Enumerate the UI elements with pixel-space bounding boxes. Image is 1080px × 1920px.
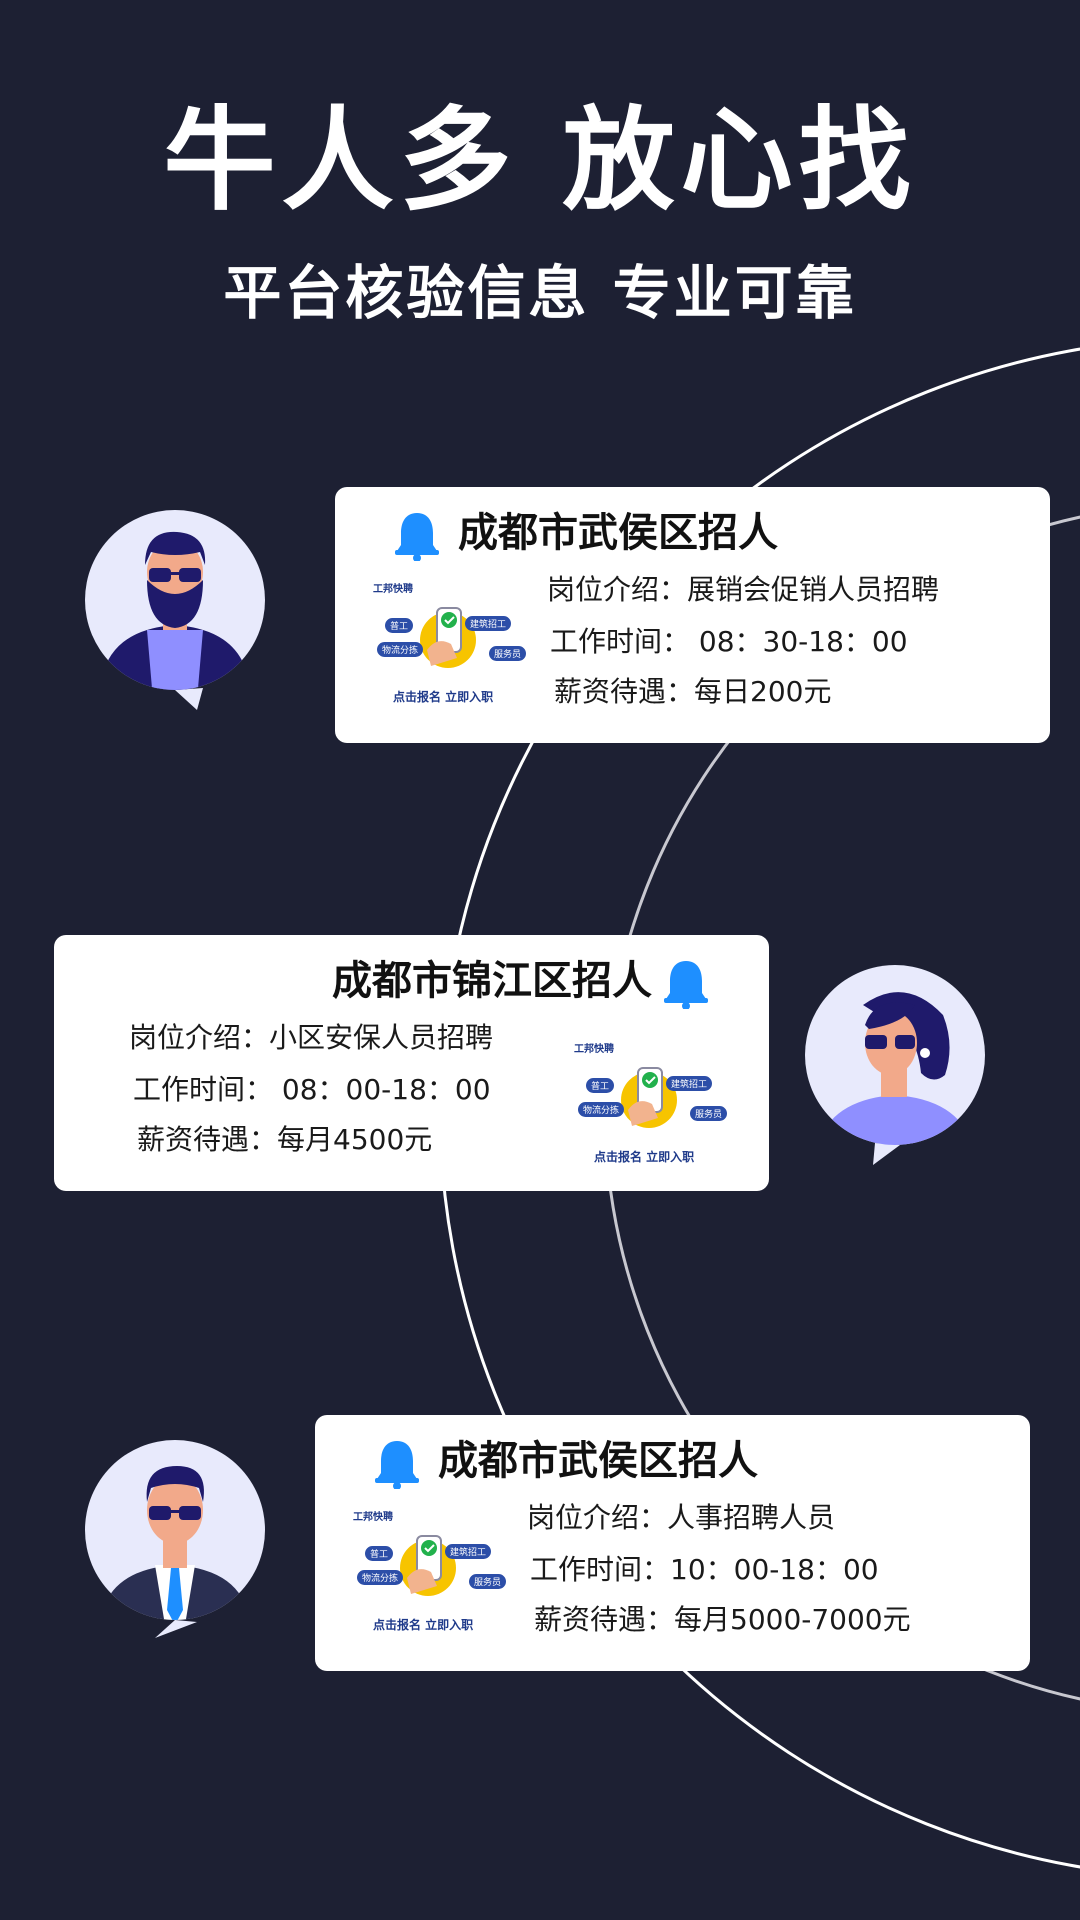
thumb-tag: 建筑招工	[465, 616, 512, 631]
bell-icon	[664, 961, 708, 1009]
card-title: 成都市武侯区招人	[438, 1438, 758, 1484]
job-card-2[interactable]: 成都市锦江区招人 岗位介绍：小区安保人员招聘 工作时间： 08：00-18：00…	[54, 935, 769, 1191]
phone-check-icon	[400, 1535, 456, 1596]
job-intro: 岗位介绍：人事招聘人员	[527, 1501, 836, 1534]
phone-check-icon	[420, 607, 476, 668]
thumb-brand: 工邦快聘	[373, 584, 413, 595]
thumb-tag: 服务员	[469, 1574, 507, 1589]
thumb-tag: 物流分拣	[357, 1570, 404, 1585]
thumb-brand: 工邦快聘	[574, 1044, 614, 1055]
thumb-cta: 点击报名 立即入职	[393, 690, 494, 704]
thumb-tag: 普工	[365, 1546, 394, 1561]
thumb-tag: 建筑招工	[445, 1544, 492, 1559]
thumb-tag: 普工	[385, 618, 414, 633]
thumb-tag: 服务员	[690, 1106, 728, 1121]
thumb-cta: 点击报名 立即入职	[594, 1150, 695, 1164]
subheadline: 平台核验信息 专业可靠	[223, 259, 857, 327]
salary: 薪资待遇：每日200元	[554, 675, 832, 708]
work-hours: 工作时间： 08：30-18：00	[550, 625, 908, 658]
thumb-tag: 建筑招工	[666, 1076, 713, 1091]
thumb-brand: 工邦快聘	[353, 1512, 393, 1523]
job-intro: 岗位介绍：展销会促销人员招聘	[547, 573, 940, 606]
work-hours: 工作时间：10：00-18：00	[530, 1553, 879, 1586]
thumb-tag: 物流分拣	[377, 642, 424, 657]
promo-thumbnail: 工邦快聘 普工 建筑招工 物流分拣 服务员 点击报名 立即入职	[574, 1040, 728, 1165]
salary: 薪资待遇：每月4500元	[137, 1123, 433, 1156]
card-title: 成都市锦江区招人	[332, 958, 652, 1004]
thumb-cta: 点击报名 立即入职	[373, 1618, 474, 1632]
thumb-tag: 普工	[586, 1078, 615, 1093]
job-intro: 岗位介绍：小区安保人员招聘	[129, 1021, 494, 1054]
phone-check-icon	[621, 1067, 677, 1128]
work-hours: 工作时间： 08：00-18：00	[133, 1073, 491, 1106]
headline: 牛人多 放心找	[163, 96, 917, 226]
promo-thumbnail: 工邦快聘 普工 建筑招工 物流分拣 服务员 点击报名 立即入职	[353, 1508, 507, 1633]
bell-icon	[395, 513, 439, 561]
businessman-avatar	[85, 1440, 265, 1638]
thumb-tag: 物流分拣	[578, 1102, 625, 1117]
card-title: 成都市武侯区招人	[458, 510, 778, 556]
bell-icon	[375, 1441, 419, 1489]
job-card-1[interactable]: 成都市武侯区招人 工邦快聘 普工 建筑招工 物流分拣 服务员 点击报名 立即入职…	[335, 487, 1050, 743]
promo-thumbnail: 工邦快聘 普工 建筑招工 物流分拣 服务员 点击报名 立即入职	[373, 580, 527, 705]
job-card-3[interactable]: 成都市武侯区招人 工邦快聘 普工 建筑招工 物流分拣 服务员 点击报名 立即入职…	[315, 1415, 1030, 1671]
salary: 薪资待遇：每月5000-7000元	[534, 1603, 911, 1636]
bearded-man-avatar	[85, 510, 265, 710]
thumb-tag: 服务员	[489, 646, 527, 661]
woman-avatar	[805, 965, 985, 1165]
